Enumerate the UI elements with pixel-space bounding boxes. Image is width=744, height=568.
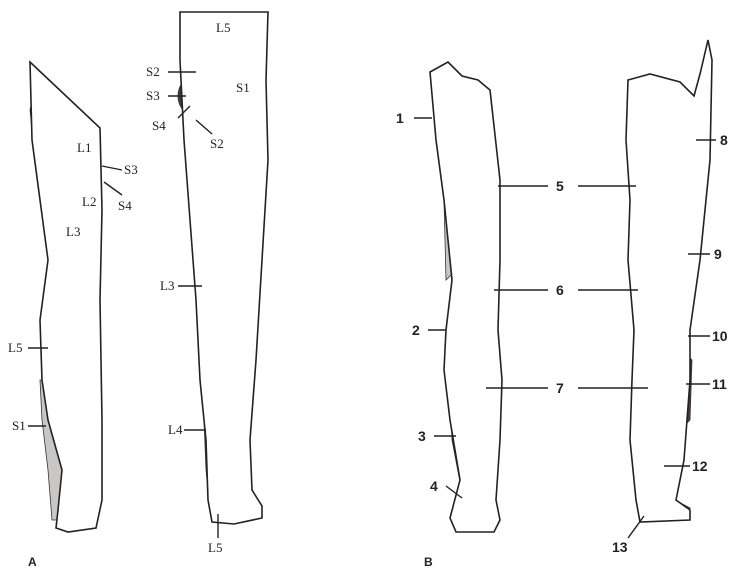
label-number-13: 13 (612, 539, 628, 555)
label-s4-back: S4 (152, 118, 166, 133)
label-s2-top: S2 (146, 64, 160, 79)
label-number-7: 7 (556, 380, 564, 396)
label-number-1: 1 (396, 110, 404, 126)
label-l5-bottom: L5 (208, 540, 222, 555)
label-number-2: 2 (412, 322, 420, 338)
panel-a-anterior-leg (30, 62, 102, 532)
panel-label-a: A (28, 555, 37, 568)
label-number-10: 10 (712, 328, 728, 344)
panel-b-posterior-leg (626, 40, 712, 522)
label-number-8: 8 (720, 132, 728, 148)
leader-lines (28, 72, 716, 538)
label-number-9: 9 (714, 246, 722, 262)
label-s4-front: S4 (118, 198, 132, 213)
label-l3-back: L3 (160, 278, 174, 293)
label-number-12: 12 (692, 458, 708, 474)
panel-b-anterior-leg (430, 62, 502, 532)
label-l2: L2 (82, 194, 96, 209)
label-l4: L4 (168, 422, 183, 437)
label-s3-front: S3 (124, 162, 138, 177)
label-s1-front: S1 (12, 418, 26, 433)
label-number-3: 3 (418, 428, 426, 444)
label-number-11: 11 (712, 376, 727, 392)
label-number-6: 6 (556, 282, 564, 298)
label-number-4: 4 (430, 478, 438, 494)
label-l5-front: L5 (8, 340, 22, 355)
panel-a-posterior-leg (178, 12, 268, 524)
label-l3-front: L3 (66, 224, 80, 239)
panel-label-b: B (424, 555, 433, 568)
label-s3-back: S3 (146, 88, 160, 103)
label-number-5: 5 (556, 178, 564, 194)
label-s1-back: S1 (236, 80, 250, 95)
label-l5-top: L5 (216, 20, 230, 35)
label-l1: L1 (77, 140, 91, 155)
label-s2-back: S2 (210, 136, 224, 151)
